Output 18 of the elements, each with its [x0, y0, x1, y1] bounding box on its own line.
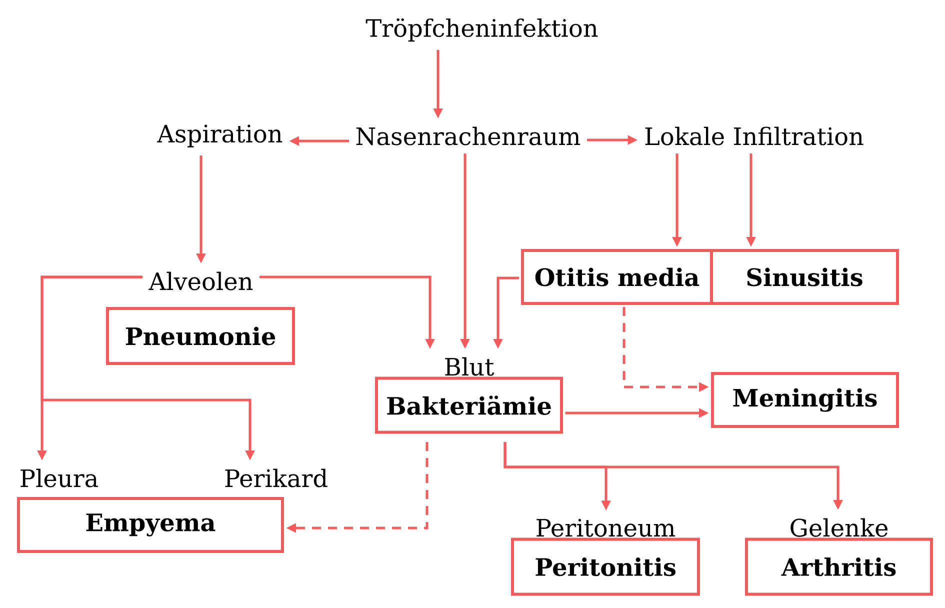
diagnosis-box: Pneumonie [106, 307, 295, 365]
box-heading: Gelenke [790, 518, 888, 537]
diagnosis-box: Arthritis [745, 538, 933, 596]
box-heading: Peritoneum [536, 518, 676, 537]
flow-label: Nasenrachenraum [356, 126, 580, 146]
flow-label: Pleura [20, 468, 98, 488]
flow-label: Tröpfcheninfektion [366, 18, 598, 42]
diagnosis-box: Empyema [17, 497, 284, 553]
diagnosis-box: Sinusitis [710, 249, 899, 305]
diagnosis-box: Bakteriämie [375, 376, 563, 434]
diagnosis-box: Meningitis [711, 372, 899, 428]
box-heading: Blut [445, 357, 494, 376]
flow-label: Lokale Infiltration [645, 126, 864, 146]
flow-label: Perikard [225, 468, 328, 488]
flow-label: Alveolen [148, 272, 253, 290]
flow-label: Aspiration [157, 124, 282, 148]
diagnosis-box: Otitis media [521, 249, 713, 305]
diagnosis-box: Peritonitis [511, 538, 700, 596]
